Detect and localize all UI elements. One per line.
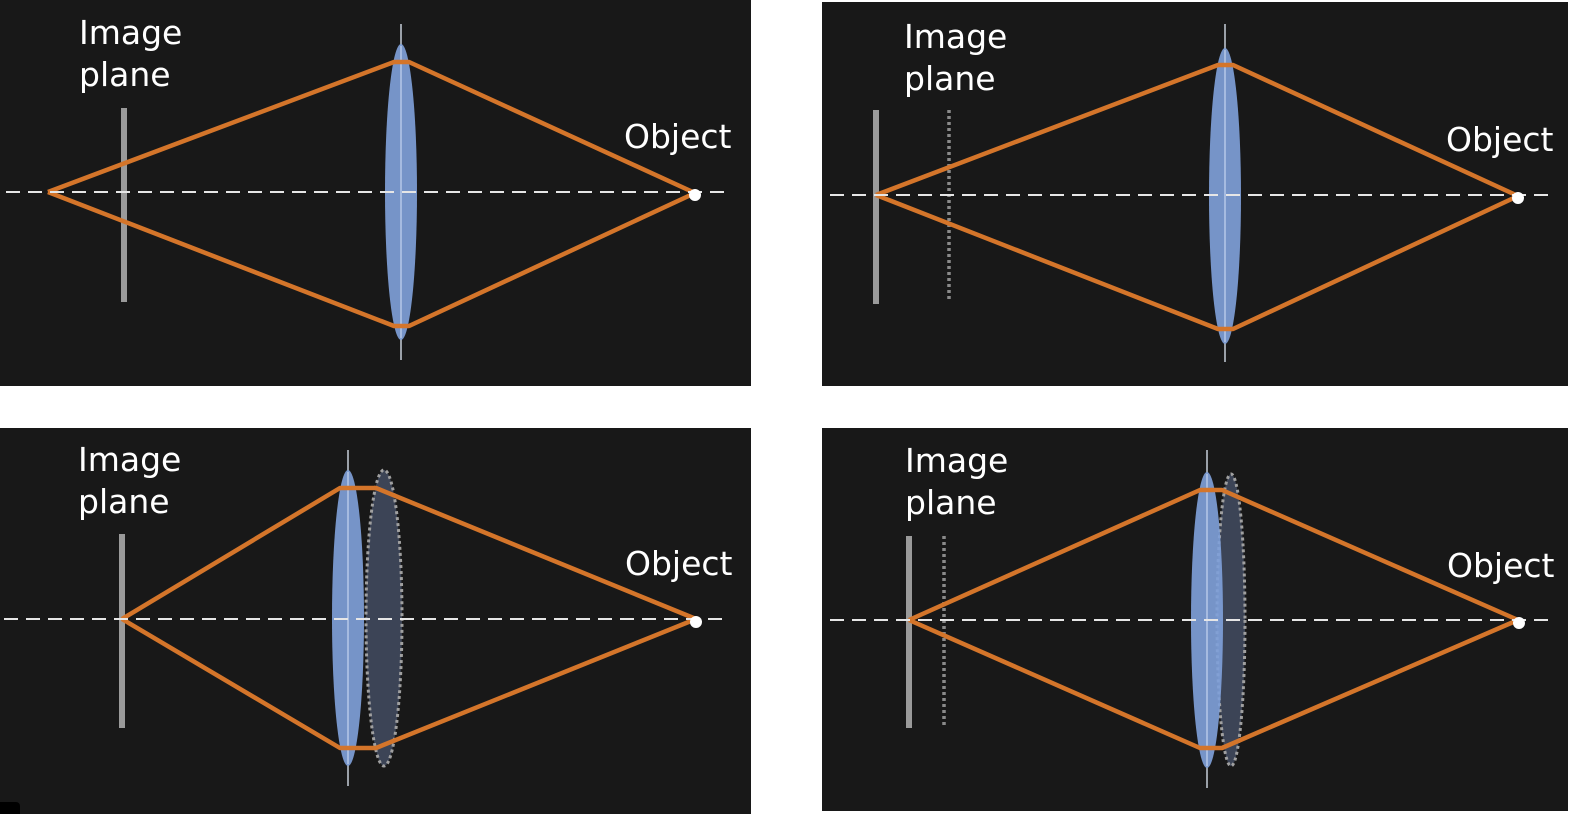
object-label: Object [625,544,733,583]
ray-top [120,485,697,622]
image-plane-label: Image plane [905,440,1008,524]
object-point [1513,617,1525,629]
object-point [689,189,701,201]
image-plane-label-line1: Image [905,441,1009,480]
ray-bottom [47,189,696,329]
image-plane-label-line2: plane [904,59,996,98]
image-plane-label-line2: plane [78,482,170,521]
diagram-bottom-right [830,450,1548,788]
object-label: Object [624,117,732,156]
diagram-top-left [6,24,728,360]
ray-bottom [875,192,1519,332]
object-label: Object [1446,120,1554,159]
panel-bottom-right: Image plane Object [822,428,1568,811]
object-label: Object [1447,546,1555,585]
image-plane-label-line1: Image [904,17,1008,56]
panel-top-right: Image plane Object [822,2,1568,386]
image-plane-label-line1: Image [78,440,182,479]
image-plane-label-line1: Image [79,13,183,52]
image-plane-label: Image plane [79,12,182,96]
ray-bottom [908,617,1519,751]
object-point [1512,192,1524,204]
image-plane-label: Image plane [78,439,181,523]
panel-bottom-left: Image plane Object [0,428,751,814]
ray-top [908,487,1519,623]
diagram-bottom-left [4,450,728,786]
object-point [690,616,702,628]
corner-marker [0,802,20,814]
image-plane-label: Image plane [904,16,1007,100]
ray-bottom [120,616,697,751]
ray-top [875,62,1519,199]
diagram-top-right [830,24,1548,362]
image-plane-label-line2: plane [79,55,171,94]
panel-top-left: Image plane Object [0,0,751,386]
image-plane-label-line2: plane [905,483,997,522]
ray-top [47,59,696,196]
